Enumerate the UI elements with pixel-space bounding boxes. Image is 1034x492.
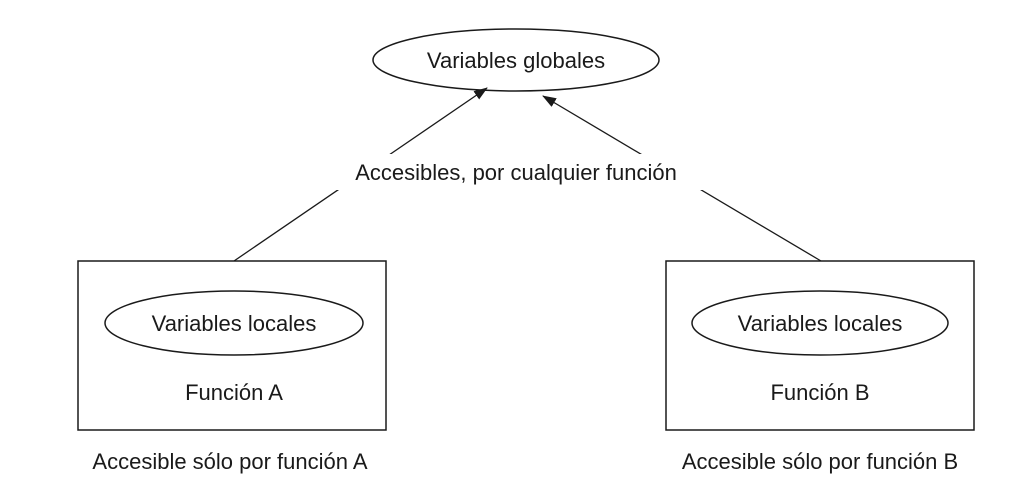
global-variables-label: Variables globales	[427, 48, 605, 73]
function-a-local-variables-ellipse	[104, 290, 364, 356]
connector-label-backing	[318, 154, 714, 190]
connector-label: Accesibles, por cualquier función	[355, 160, 677, 185]
function-b-name: Función B	[770, 380, 869, 405]
global-variables-node: Variables globales	[372, 28, 660, 92]
function-b-caption: Accesible sólo por función B	[682, 449, 958, 474]
function-a-caption: Accesible sólo por función A	[92, 449, 367, 474]
function-a-name: Función A	[185, 380, 283, 405]
function-b-box: Variables locales Función B	[665, 260, 975, 431]
function-a-box: Variables locales Función A	[77, 260, 387, 431]
function-a-local-variables-label: Variables locales	[152, 311, 317, 336]
function-b-local-variables-label: Variables locales	[738, 311, 903, 336]
function-b-local-variables-ellipse	[691, 290, 949, 356]
global-variables-ellipse	[372, 28, 660, 92]
